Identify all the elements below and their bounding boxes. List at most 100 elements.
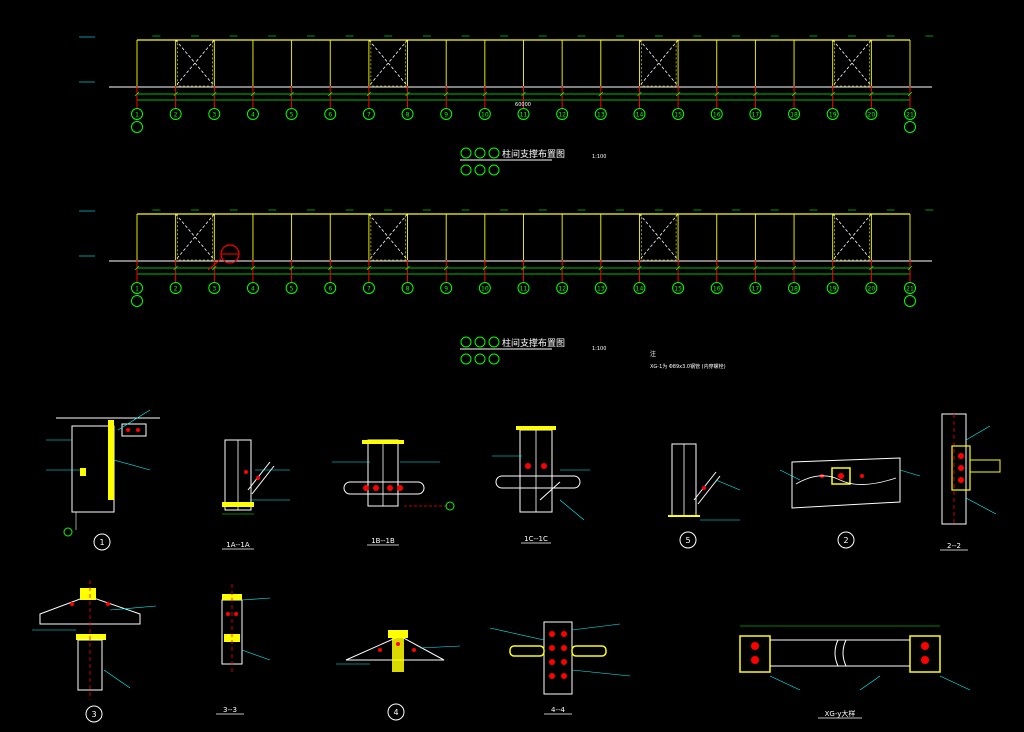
dimension-tick: [791, 265, 797, 271]
axis-bubble-secondary: [131, 121, 143, 133]
detail-1c-label: 1C--1C: [524, 535, 548, 543]
axis-bubble: [324, 108, 337, 120]
brace-diagonal: [368, 39, 408, 87]
axis-bubble: [208, 108, 221, 120]
axis-bubble: [285, 108, 298, 120]
axis-bubble: [324, 282, 337, 294]
axis-bubble: [401, 282, 414, 294]
dimension-tick: [482, 91, 488, 97]
axis-label: 19: [829, 112, 837, 119]
dimension-tick: [637, 91, 642, 97]
dimension-tick: [173, 265, 178, 271]
axis-bubble: [672, 282, 685, 294]
dimension-tick: [637, 265, 642, 271]
dimension-tick: [482, 265, 488, 271]
braced-bay: [641, 213, 677, 261]
detail-3-3: 3--3: [216, 584, 271, 715]
axis-bubble-secondary: [904, 121, 916, 133]
dimension-tick: [714, 91, 720, 97]
axis-label: 3: [212, 112, 216, 119]
braced-bay: [834, 39, 870, 87]
dimension-tick: [830, 265, 835, 271]
axis-label: 11: [520, 286, 528, 293]
dimension-tick: [753, 265, 758, 271]
dimension-tick: [289, 91, 294, 97]
title-bubble: [474, 336, 486, 348]
axis-bubble: [285, 282, 298, 294]
braced-bay: [641, 39, 677, 87]
axis-label: 18: [790, 112, 798, 119]
axis-bubble: [131, 282, 143, 294]
axis-bubble-secondary: [131, 295, 143, 307]
braced-bay: [177, 213, 213, 261]
detail-3-3-label: 3--3: [223, 706, 237, 714]
axis-bubble: [594, 108, 607, 120]
elevation-2-title-block: 柱间支撑布置图 1:100: [460, 336, 606, 365]
dimension-tick: [327, 91, 333, 97]
axis-label: 19: [829, 286, 837, 293]
braced-bay: [177, 39, 213, 87]
axis-bubble: [904, 282, 916, 294]
axis-bubble: [633, 108, 646, 120]
dimension-tick: [675, 91, 681, 97]
dimension-tick: [405, 265, 410, 271]
total-dimension: 60000: [515, 102, 531, 108]
title-bubble: [488, 353, 500, 365]
axis-bubble: [517, 108, 530, 120]
axis-bubble: [131, 108, 143, 120]
axis-bubble: [517, 282, 530, 294]
axis-label: 7: [367, 286, 371, 293]
dimension-tick: [327, 265, 333, 271]
detail-callout-leader: [207, 258, 222, 271]
dimension-tick: [289, 265, 294, 271]
axis-label: 11: [520, 112, 528, 119]
title-bubble: [460, 164, 472, 176]
brace-diagonal: [832, 39, 872, 87]
axis-label: 15: [674, 112, 682, 119]
general-note: 注 XG-1为 Φ89x3.0钢管 (内穿螺栓): [650, 350, 726, 370]
detail-1-label: 1: [99, 538, 104, 547]
axis-label: 9: [444, 112, 448, 119]
axis-label: 17: [752, 286, 760, 293]
axis-label: 16: [713, 112, 721, 119]
detail-4-4-label: 4--4: [551, 706, 566, 714]
detail-4: 4: [336, 630, 461, 721]
detail-1c: 1C--1C: [492, 426, 590, 544]
dimension-tick: [443, 91, 449, 97]
axis-bubble: [749, 282, 762, 294]
elevation-1-title: 柱间支撑布置图: [502, 148, 565, 160]
dimension-tick: [366, 91, 372, 97]
axis-bubble: [556, 108, 569, 120]
detail-3: 3: [32, 580, 157, 723]
dimension-tick: [250, 265, 256, 271]
dimension-tick: [443, 265, 449, 271]
axis-bubble: [633, 282, 646, 294]
note-line-1: XG-1为 Φ89x3.0钢管 (内穿螺栓): [650, 363, 726, 370]
axis-bubble: [401, 108, 414, 120]
axis-label: 13: [597, 112, 605, 119]
elevation-1-scale: 1:100: [592, 154, 606, 160]
axis-label: 9: [444, 286, 448, 293]
axis-bubble: [826, 108, 839, 120]
axis-bubble: [208, 282, 221, 294]
title-bubble: [474, 353, 486, 365]
detail-4-4: 4--4: [489, 621, 631, 715]
axis-bubble: [556, 282, 569, 294]
detail-4-label: 4: [393, 708, 398, 717]
detail-3-label: 3: [91, 710, 96, 719]
axis-bubble: [440, 108, 453, 120]
title-bubble: [488, 164, 500, 176]
braced-bay: [834, 213, 870, 261]
dimension-tick: [521, 91, 526, 97]
axis-label: 17: [752, 112, 760, 119]
dimension-tick: [675, 265, 681, 271]
axis-label: 10: [481, 112, 489, 119]
axis-label: 5: [290, 112, 294, 119]
title-bubble: [474, 164, 486, 176]
dimension-tick: [405, 91, 410, 97]
brace-diagonal: [832, 213, 872, 261]
dimension-tick: [598, 265, 604, 271]
dimension-tick: [830, 91, 835, 97]
dimension-tick: [907, 91, 913, 97]
